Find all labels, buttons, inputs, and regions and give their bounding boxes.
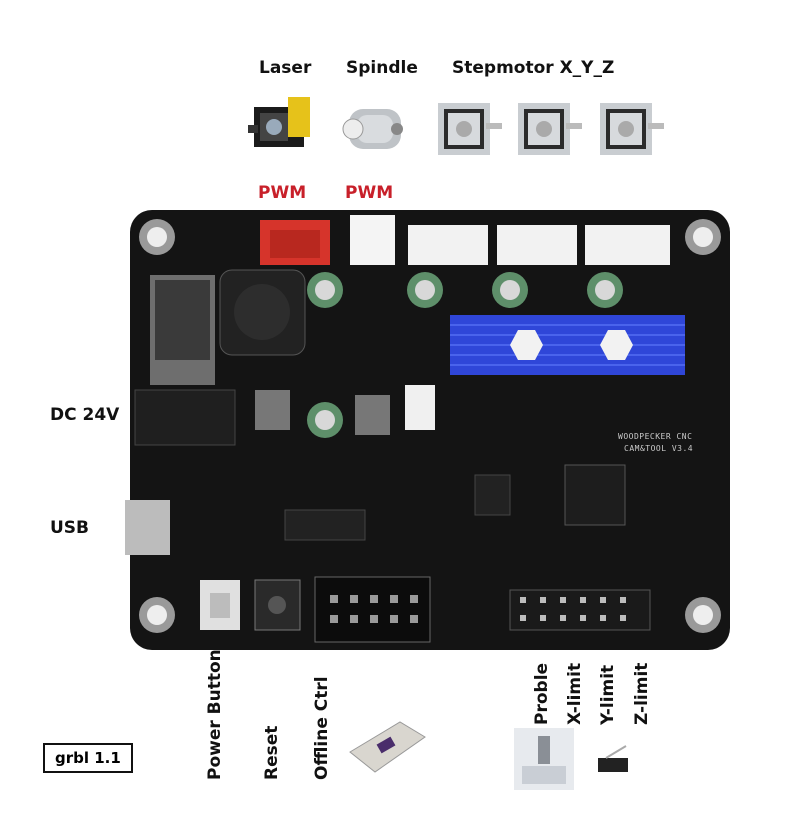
limit-switch-image xyxy=(598,745,628,772)
x-limit-label: X-limit xyxy=(565,662,585,725)
pwm-spindle-label: PWM xyxy=(345,183,394,203)
stepmotor-label: Stepmotor X_Y_Z xyxy=(452,58,615,78)
spindle-motor-image xyxy=(342,109,403,149)
probe-label: Proble xyxy=(532,662,552,725)
grbl-version-badge: grbl 1.1 xyxy=(43,743,133,773)
laser-label: Laser xyxy=(259,58,312,78)
board-text-line1: WOODPECKER CNC xyxy=(618,432,693,441)
laser-module-image xyxy=(248,97,310,147)
stepmotor-x-image xyxy=(438,103,502,155)
spindle-label: Spindle xyxy=(346,58,418,78)
dc-24v-label: DC 24V xyxy=(50,405,120,425)
z-limit-label: Z-limit xyxy=(632,662,652,725)
cnc-controller-board xyxy=(125,210,730,650)
power-button-label: Power Button xyxy=(205,649,225,780)
offline-ctrl-label: Offline Ctrl xyxy=(312,676,332,780)
probe-image xyxy=(514,728,574,790)
y-limit-label: Y-limit xyxy=(598,664,618,725)
reset-label: Reset xyxy=(262,725,282,780)
stepmotor-y-image xyxy=(518,103,582,155)
board-text-line2: CAM&TOOL V3.4 xyxy=(624,444,694,453)
pwm-laser-label: PWM xyxy=(258,183,307,203)
usb-label: USB xyxy=(50,518,90,538)
offline-controller-image xyxy=(349,721,426,773)
stepmotor-z-image xyxy=(600,103,664,155)
